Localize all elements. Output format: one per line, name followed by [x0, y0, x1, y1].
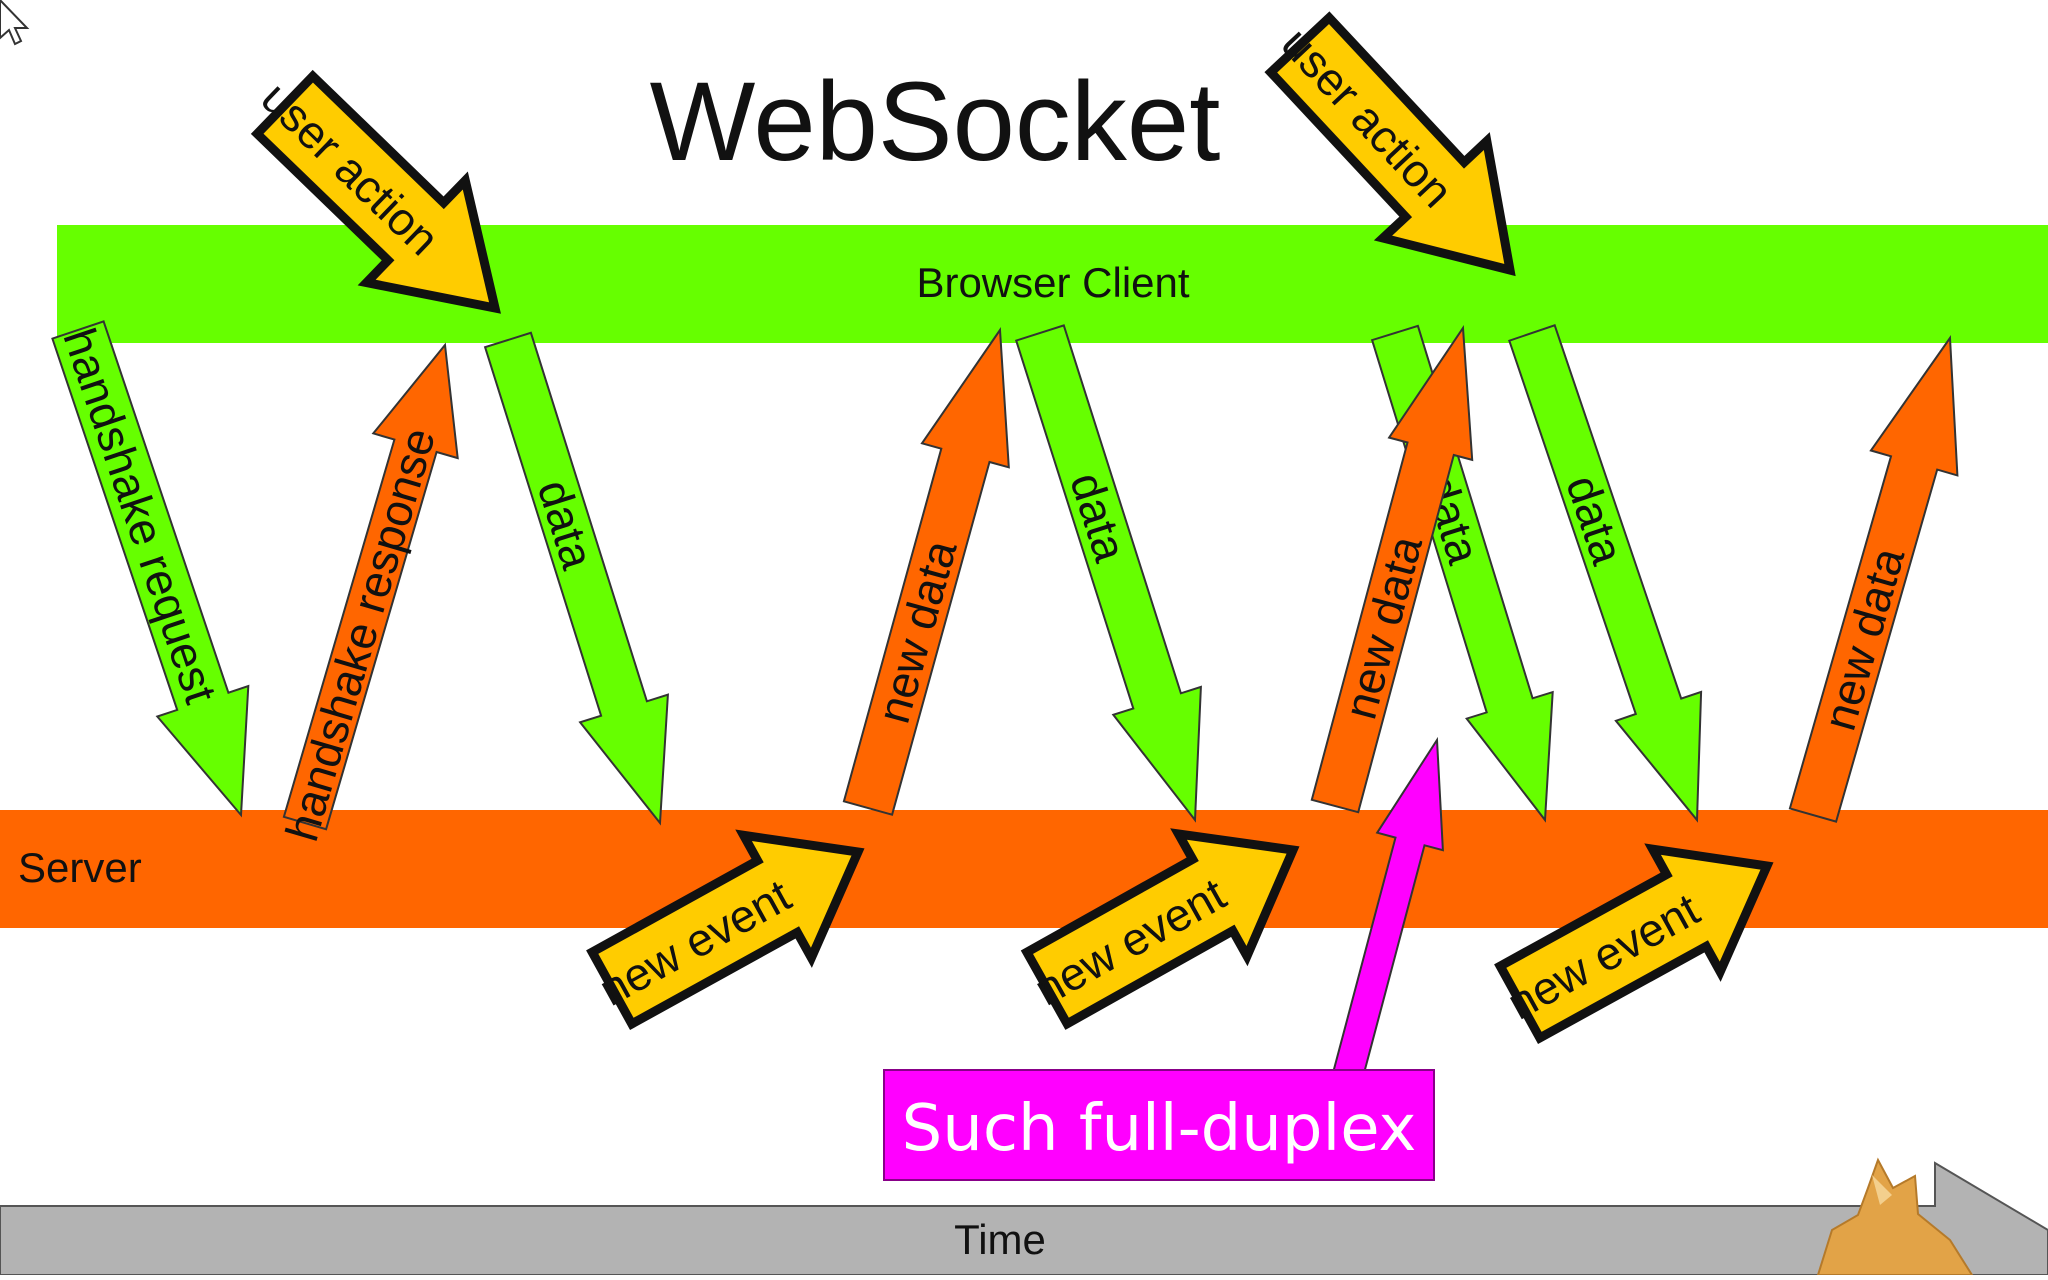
- user-action-arrow-2-shape: [1264, 11, 1516, 277]
- user-action-arrow-2-label: user action: [1272, 17, 1464, 217]
- data-arrow-1: data: [483, 331, 669, 826]
- handshake-request-arrow-label: handshake request: [53, 322, 227, 710]
- new-data-arrow-1: new data: [842, 327, 1010, 816]
- full-duplex-callout-box: [883, 1069, 1435, 1181]
- data-arrow-4: data: [1508, 324, 1703, 823]
- new-data-arrow-3: new data: [1788, 335, 1959, 823]
- time-label: Time: [954, 1216, 1046, 1263]
- new-event-arrow-1-shape: [586, 829, 865, 1031]
- new-event-arrow-3-shape: [1494, 843, 1774, 1045]
- browser-client-label: Browser Client: [916, 259, 1189, 306]
- full-duplex-callout-text: Such full-duplex: [902, 1092, 1417, 1166]
- handshake-response-arrow-label: handshake response: [275, 422, 445, 847]
- new-data-arrow-2: new data: [1310, 325, 1474, 814]
- new-data-arrow-1-label: new data: [867, 534, 967, 728]
- data-arrow-1-shape: [483, 331, 669, 826]
- time-arrow: [0, 1161, 2048, 1276]
- data-arrow-4-label: data: [1556, 469, 1634, 571]
- new-data-arrow-3-shape: [1788, 335, 1959, 823]
- data-arrow-1-label: data: [528, 474, 605, 575]
- data-arrow-2-label: data: [1060, 466, 1137, 567]
- new-data-arrow-3-label: new data: [1813, 542, 1915, 736]
- doge-dog-icon: [1816, 1157, 1974, 1276]
- full-duplex-pointer-arrow: [1332, 736, 1444, 1081]
- new-event-arrow-3: new event: [1494, 843, 1774, 1045]
- new-data-arrow-2-shape: [1310, 325, 1474, 814]
- user-action-arrow-1-shape: [250, 69, 501, 314]
- new-data-arrow-2-label: new data: [1334, 530, 1433, 724]
- data-arrow-2: data: [1014, 324, 1202, 823]
- new-data-arrow-1-shape: [842, 327, 1010, 816]
- diagram-title: WebSocket: [650, 59, 1221, 184]
- mouse-cursor-icon: [0, 0, 30, 46]
- handshake-response-arrow: handshake response: [275, 342, 459, 847]
- full-duplex-pointer-arrow-shape: [1332, 736, 1444, 1081]
- handshake-response-arrow-shape: [282, 342, 459, 831]
- handshake-request-arrow: handshake request: [51, 320, 250, 818]
- new-event-arrow-2-shape: [1020, 828, 1300, 1030]
- server-label: Server: [18, 844, 142, 891]
- data-arrow-4-shape: [1508, 324, 1703, 823]
- handshake-request-arrow-shape: [51, 320, 250, 818]
- data-arrow-2-shape: [1014, 324, 1202, 823]
